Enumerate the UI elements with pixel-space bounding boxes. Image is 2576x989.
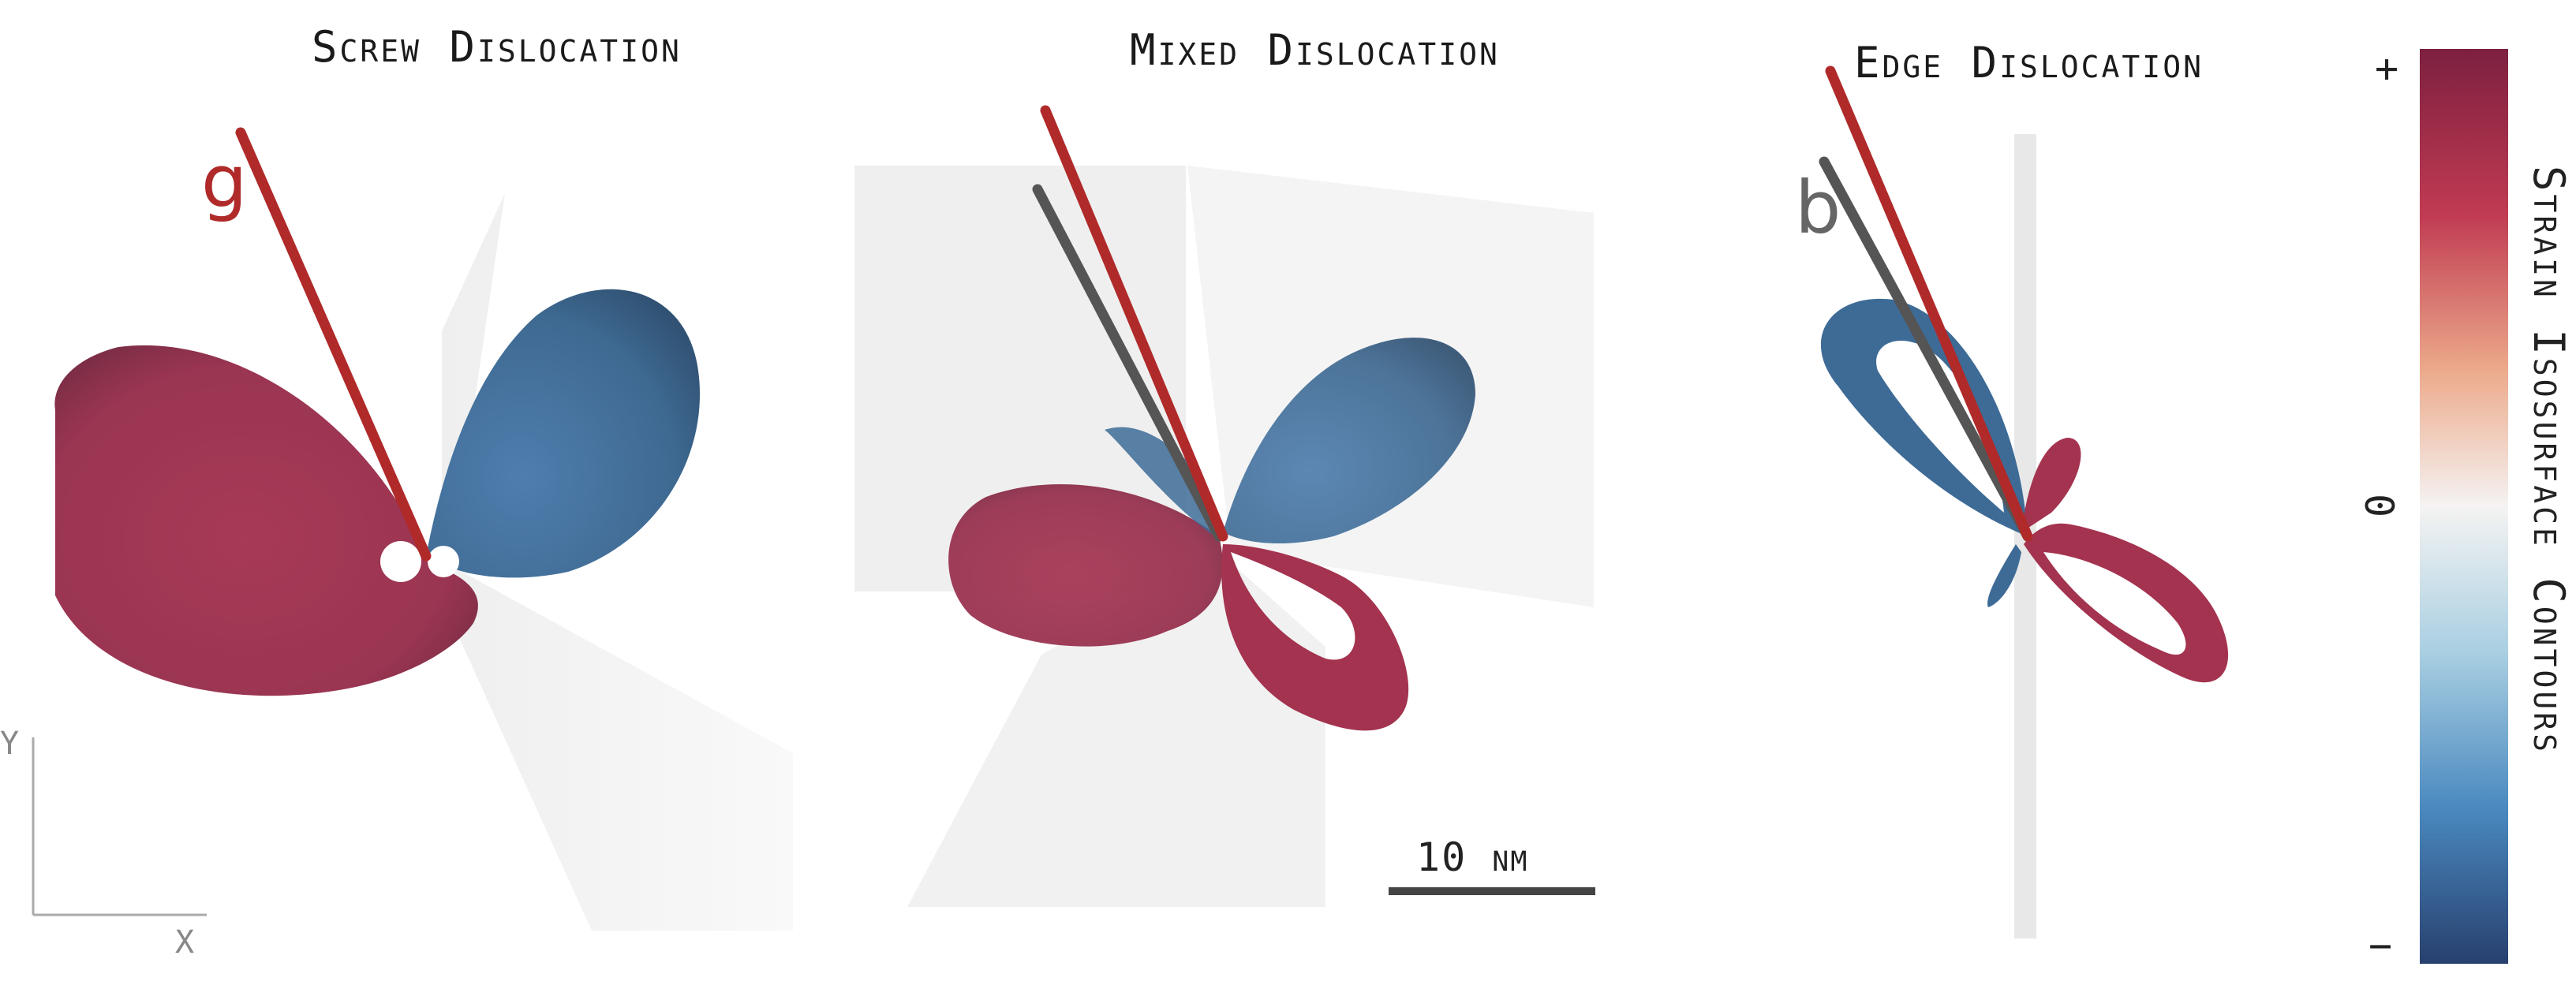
edge-positive-loop [2024,523,2229,683]
screw-panel-title: Screw Dislocation [312,22,682,72]
scale-bar-label: 10 nm [1416,834,1529,880]
mixed-negative-lobe [1223,338,1475,544]
x-axis-label: X [175,924,195,961]
screw-core-hole-left [380,541,421,582]
colorbar-title: Strain Isosurface Contours [2524,166,2574,755]
edge-negative-small [1987,544,2021,607]
mixed-b-vector [1032,184,1224,542]
colorbar-tick-positive: + [2375,46,2399,91]
mixed-panel-title: Mixed Dislocation [1130,25,1500,75]
axes-indicator [32,737,207,916]
screw-panel [54,127,793,931]
screw-core-hole-right [428,546,459,577]
edge-g-vector [1825,65,2033,542]
edge-b-vector [1819,156,2033,542]
colorbar-tick-negative: − [2368,923,2393,968]
edge-panel [1819,65,2229,939]
edge-panel-title: Edge Dislocation [1854,38,2204,88]
mixed-positive-loop [1221,544,1409,731]
g-vector-label: g [201,140,248,224]
mixed-panel [854,105,1595,907]
colorbar-gradient [2420,49,2508,964]
screw-positive-lobe [54,345,478,696]
screw-g-vector [235,127,432,562]
screw-glide-plane [426,193,793,931]
edge-negative-loop [1820,298,2028,536]
screw-negative-lobe [426,289,701,578]
mixed-negative-small-lobe [1105,427,1215,536]
mixed-plane-lower [907,552,1325,907]
mixed-g-vector [1040,105,1228,542]
b-vector-label: b [1795,166,1841,250]
mixed-positive-lobe [948,484,1223,647]
colorbar-tick-zero: 0 [2356,493,2402,518]
y-axis-label: Y [0,726,20,762]
edge-positive-small [2021,438,2081,532]
